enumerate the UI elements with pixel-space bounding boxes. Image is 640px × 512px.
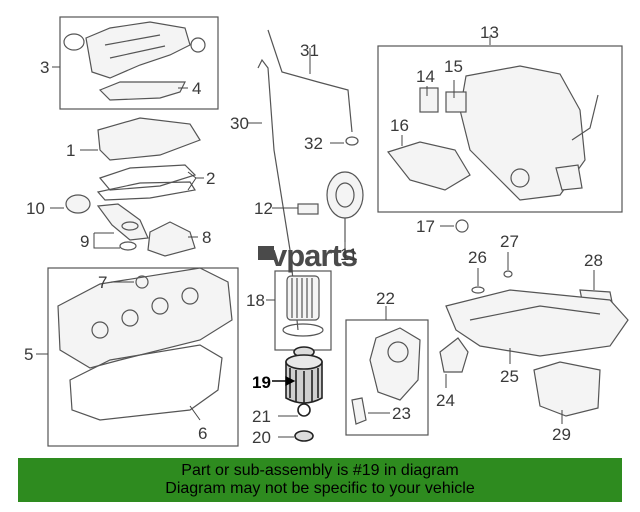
callout-13: 13 [480, 23, 499, 42]
callout-26: 26 [468, 248, 487, 267]
callout-17: 17 [416, 217, 435, 236]
callout-21: 21 [252, 407, 271, 426]
callout-31: 31 [300, 41, 319, 60]
oil-filter-element-part [282, 275, 324, 337]
callout-10: 10 [26, 199, 45, 218]
intake-manifold-part [63, 21, 206, 101]
manifold-gasket-part [96, 117, 201, 201]
callout-20: 20 [252, 428, 271, 447]
callout-24: 24 [436, 391, 455, 410]
callout-29: 29 [552, 425, 571, 444]
parts-diagram: vparts 3 4 1 2 10 9 8 7 5 6 30 31 32 12 … [24, 16, 629, 447]
callout-15: 15 [444, 57, 463, 76]
banner-line-2: Diagram may not be specific to your vehi… [165, 480, 475, 497]
callout-19-arrowhead [285, 376, 296, 386]
oil-filter-bracket-box [345, 319, 429, 436]
callout-8: 8 [202, 228, 211, 247]
oil-filter-bracket-part [351, 327, 469, 425]
callout-7: 7 [98, 273, 107, 292]
callout-16: 16 [390, 116, 409, 135]
oil-filler-cap-part [65, 194, 196, 257]
callout-28: 28 [584, 251, 603, 270]
callout-3: 3 [40, 58, 49, 77]
callout-2: 2 [206, 169, 215, 188]
callout-6: 6 [198, 424, 207, 443]
callout-27: 27 [500, 232, 519, 251]
logo-text: vparts [270, 238, 357, 273]
callout-30: 30 [230, 114, 249, 133]
callout-22: 22 [376, 289, 395, 308]
callout-19: 19 [252, 373, 271, 392]
callout-labels: 3 4 1 2 10 9 8 7 5 6 30 31 32 12 11 13 1… [24, 23, 603, 447]
callout-5: 5 [24, 345, 33, 364]
callout-14: 14 [416, 67, 435, 86]
callout-9: 9 [80, 232, 89, 251]
crankshaft-pulley-part [297, 171, 364, 242]
banner-line-1: Part or sub-assembly is #19 in diagram [181, 462, 459, 479]
timing-cover-box [377, 45, 623, 213]
leader-lines [36, 36, 595, 438]
callout-25: 25 [500, 367, 519, 386]
callout-11: 11 [340, 245, 358, 264]
callout-4: 4 [192, 79, 201, 98]
vparts-logo: vparts [258, 238, 358, 273]
valve-cover-part [57, 267, 233, 421]
callout-23: 23 [392, 404, 411, 423]
timing-cover-part [386, 65, 599, 233]
callout-18: 18 [246, 291, 265, 310]
info-banner: Part or sub-assembly is #19 in diagram D… [18, 458, 622, 502]
intake-manifold-box [59, 16, 219, 110]
valve-cover-box [47, 267, 239, 447]
callout-1: 1 [66, 141, 75, 160]
oil-pan-part [445, 270, 629, 417]
callout-12: 12 [254, 199, 273, 218]
oil-filter-cap-part [285, 346, 323, 442]
callout-32: 32 [304, 134, 323, 153]
